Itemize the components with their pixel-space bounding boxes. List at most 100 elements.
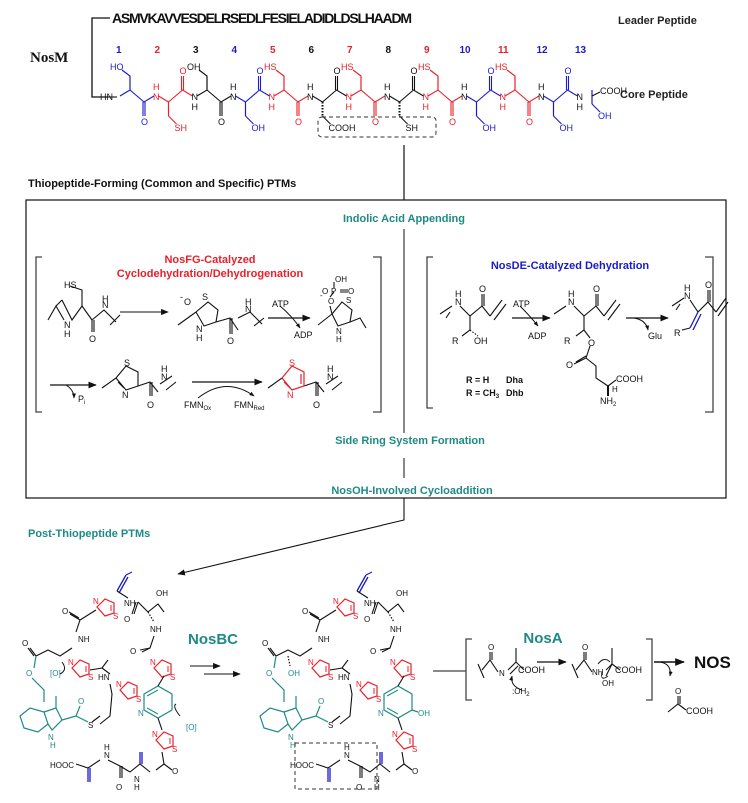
carbonyl-o-label: O xyxy=(372,117,379,127)
nosde-title: NosDE-Catalyzed Dehydration xyxy=(491,260,650,272)
h-label: H xyxy=(134,783,140,792)
o-label: O xyxy=(582,643,588,652)
side-chain-label: SH xyxy=(406,123,419,133)
s-label: S xyxy=(202,292,208,302)
hn-label: HN xyxy=(338,673,350,682)
thiazole-n-label: N xyxy=(152,730,158,739)
minus-label: - xyxy=(320,291,323,300)
n-label: N xyxy=(344,751,350,760)
indolic-acid-label: Indolic Acid Appending xyxy=(343,213,465,225)
s-label: S xyxy=(124,358,130,368)
oxidation-label: [O] xyxy=(50,669,61,678)
residue-number: 13 xyxy=(575,45,587,56)
dashed-box-ring-residues xyxy=(317,116,437,138)
amide-n-label: N xyxy=(538,92,545,102)
amide-n-label: N xyxy=(192,92,199,102)
ester-o-label: O xyxy=(266,669,272,678)
n-label: N xyxy=(499,669,505,678)
indole-h-label: H xyxy=(50,741,56,750)
h-label: H xyxy=(196,333,203,343)
amide-h-label: H xyxy=(230,82,237,92)
r-label: R xyxy=(452,336,459,346)
nh-label: NH xyxy=(364,599,376,608)
o-label: O xyxy=(705,280,712,290)
amide-h-label: H xyxy=(192,102,199,112)
p-label: P xyxy=(331,287,336,296)
n-label: N xyxy=(161,372,168,382)
thiazole-s-label: S xyxy=(172,745,177,754)
oh-label: OH xyxy=(602,679,614,688)
carbonyl-o-label: O xyxy=(218,117,225,127)
n-label: N xyxy=(327,372,334,382)
residue-number: 9 xyxy=(424,45,430,56)
thiazole-n-label: N xyxy=(93,597,99,606)
residue-number: 4 xyxy=(232,45,238,56)
leader-peptide-label: Leader Peptide xyxy=(618,15,697,27)
h-label: H xyxy=(455,289,462,299)
n-label: N xyxy=(104,751,110,760)
h-label: H xyxy=(245,297,252,307)
arrow-to-thiopeptide xyxy=(177,498,405,576)
n-label: N xyxy=(287,390,294,400)
thiazole-n-label: N xyxy=(333,597,339,606)
r-label: R xyxy=(674,328,681,338)
thiazole-s-label: S xyxy=(170,673,175,682)
h-label: H xyxy=(104,743,110,752)
o-label: O xyxy=(364,615,370,624)
amide-n-label: N xyxy=(346,92,353,102)
hn-label: HN xyxy=(98,673,110,682)
adp-label: ADP xyxy=(528,331,547,341)
amide-h-label: H xyxy=(461,82,468,92)
oh2-label: :OH2 xyxy=(512,687,530,698)
o-label: O xyxy=(356,783,362,792)
n-label: N xyxy=(196,324,203,334)
residue-number: 12 xyxy=(537,45,549,56)
residue-number: 10 xyxy=(460,45,472,56)
o-label: O xyxy=(89,334,96,344)
nh-label: NH xyxy=(78,635,90,644)
o-label: O xyxy=(566,360,573,370)
fmn-ox-label: FMNOx xyxy=(184,400,211,412)
h-label: H xyxy=(684,283,691,293)
cooh-label: COOH xyxy=(616,374,643,384)
h-label: H xyxy=(568,289,575,299)
side-chain-label: HO xyxy=(110,62,124,72)
leader-sequence: ASMVKAVVESDELRSEDLFESIELADIDLDSLHAADM xyxy=(112,10,412,26)
ptm-box xyxy=(25,199,727,499)
nosde-bracket-left xyxy=(426,256,433,409)
carbonyl-o-label: O xyxy=(449,117,456,127)
r-ch3-label: R = CH3 xyxy=(466,388,500,400)
ester-o-label: O xyxy=(26,669,32,678)
core-peptide-structure: HN1ONHHO2ONHSH3ONHOH4ONHOH5ONHHS6ONHCOOH… xyxy=(100,45,627,133)
n-label: N xyxy=(102,300,109,310)
glu-label: Glu xyxy=(648,331,662,341)
amide-n-label: N xyxy=(153,92,160,102)
cooh-label: COOH xyxy=(615,665,642,675)
carbonyl-o-label: O xyxy=(334,66,341,76)
dhb-label: Dhb xyxy=(506,388,524,398)
h-label: H xyxy=(102,294,109,304)
o-label: O xyxy=(262,639,268,648)
thioester-o-label: O xyxy=(78,697,84,706)
h-label: H xyxy=(64,329,71,339)
amide-n-label: N xyxy=(423,92,430,102)
side-chain-label: OH xyxy=(187,62,201,72)
amide-n-label: N xyxy=(269,92,276,102)
h-label: H xyxy=(161,364,168,374)
nh-label: NH xyxy=(592,668,604,677)
core-peptide-label: Core Peptide xyxy=(620,89,688,101)
carbonyl-o-label: O xyxy=(141,117,148,127)
thiopeptide-forming-heading: Thiopeptide-Forming (Common and Specific… xyxy=(28,178,296,190)
oh-label: OH xyxy=(335,275,347,284)
s-label: S xyxy=(346,296,351,305)
n-label: N xyxy=(684,291,691,301)
o-label: O xyxy=(370,647,376,656)
cooh-label: COOH xyxy=(518,665,545,675)
nh-label: NH xyxy=(318,635,330,644)
o-label: O xyxy=(147,400,154,410)
dha-label: Dha xyxy=(506,375,524,385)
thiazole-n-label: N xyxy=(392,730,398,739)
o-label: O xyxy=(313,400,320,410)
